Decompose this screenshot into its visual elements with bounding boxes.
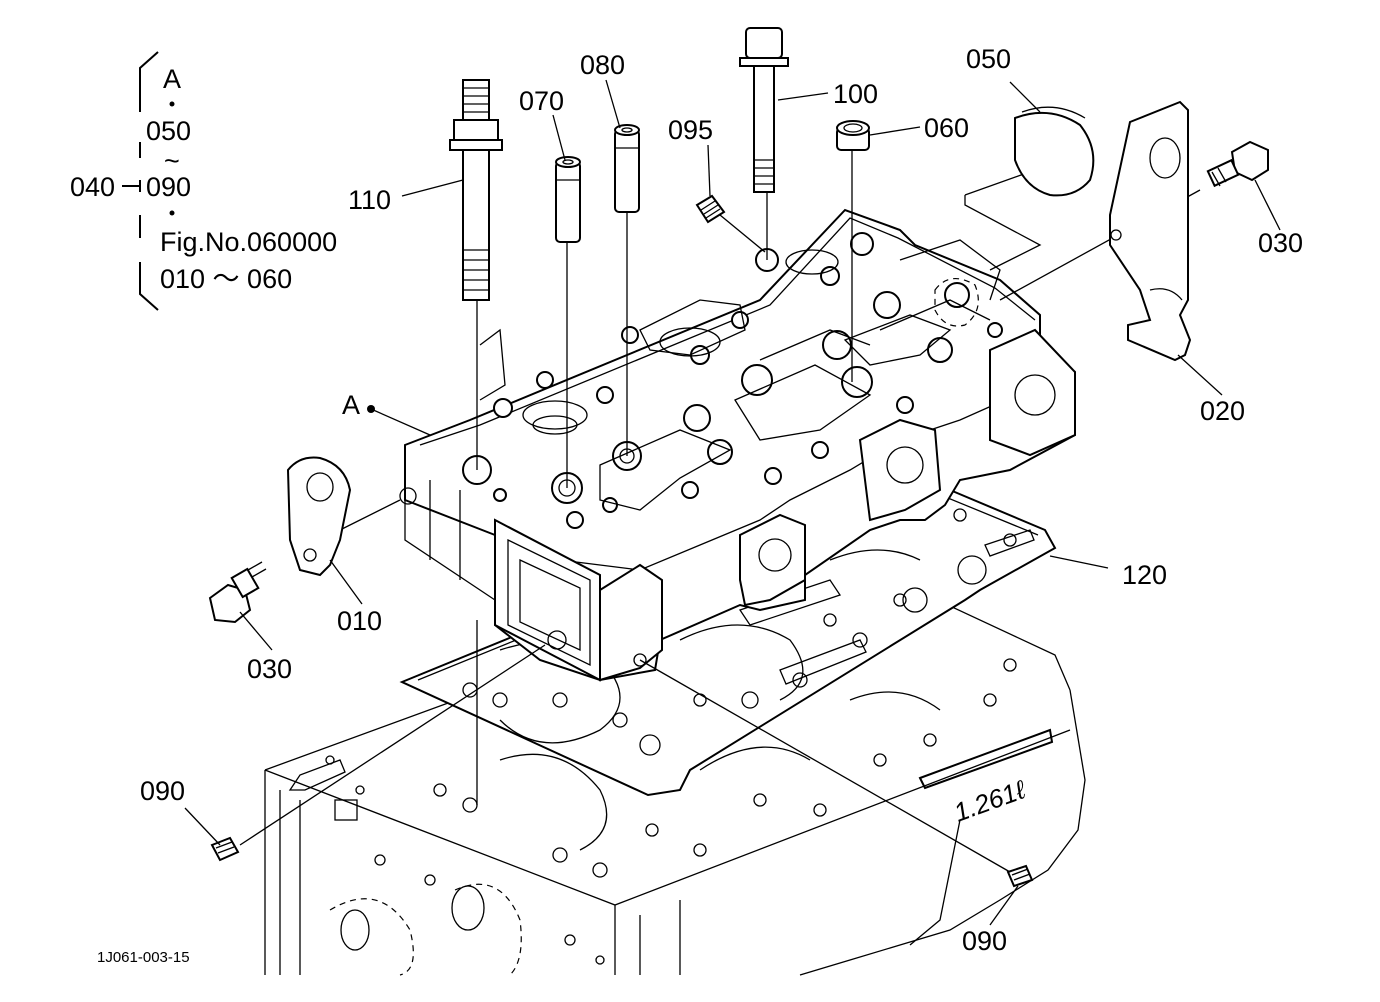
hanger-bracket-010 (286, 456, 352, 577)
legend-tilde: ~ (164, 146, 180, 176)
callout-020: 020 (1200, 396, 1245, 426)
legend-fig-ref: Fig.No.060000 (160, 227, 337, 257)
callout-080: 080 (580, 50, 625, 80)
callout-labels: 110 070 080 095 100 060 050 030 020 120 … (140, 44, 1303, 956)
callout-060: 060 (924, 113, 969, 143)
callout-010: 010 (337, 606, 382, 636)
plug-cap-050 (1014, 106, 1095, 197)
plug-090-right (1006, 864, 1034, 888)
block-displacement-marking: 1.261ℓ (950, 774, 1031, 828)
bolt-030-right (1206, 140, 1269, 188)
leader-lines (239, 150, 1201, 873)
valve-seal-060 (836, 120, 870, 151)
callout-030-left: 030 (247, 654, 292, 684)
callout-090-left: 090 (140, 776, 185, 806)
callout-110: 110 (348, 185, 391, 215)
callout-070: 070 (519, 86, 564, 116)
legend-to: 090 (146, 172, 191, 202)
reference-point-a: A (342, 390, 431, 436)
drawing-id: 1J061-003-15 (97, 949, 190, 966)
callout-100: 100 (833, 79, 878, 109)
legend-from: 050 (146, 116, 191, 146)
legend-head: A (163, 64, 181, 94)
legend-range: 010 ～ 060 (160, 264, 292, 294)
valve-guide-080 (614, 124, 640, 213)
point-a-label: A (342, 390, 360, 420)
cylinder-head (399, 208, 1076, 682)
plug-095 (695, 194, 726, 224)
legend-group-number: 040 (70, 172, 115, 202)
stud-bolt-110 (449, 79, 503, 301)
callout-050: 050 (966, 44, 1011, 74)
valve-guide-070 (555, 156, 581, 243)
callout-095: 095 (668, 115, 713, 145)
legend-block: 040 A 050 ~ 090 Fig.No.060000 010 ～ 060 (70, 51, 337, 311)
callout-030-right: 030 (1258, 228, 1303, 258)
head-bolt-100 (739, 27, 789, 193)
bolt-030-left (208, 561, 267, 624)
callout-leaders (184, 79, 1281, 926)
hanger-bracket-020 (1109, 100, 1192, 362)
callout-120: 120 (1122, 560, 1167, 590)
callout-090-right: 090 (962, 926, 1007, 956)
